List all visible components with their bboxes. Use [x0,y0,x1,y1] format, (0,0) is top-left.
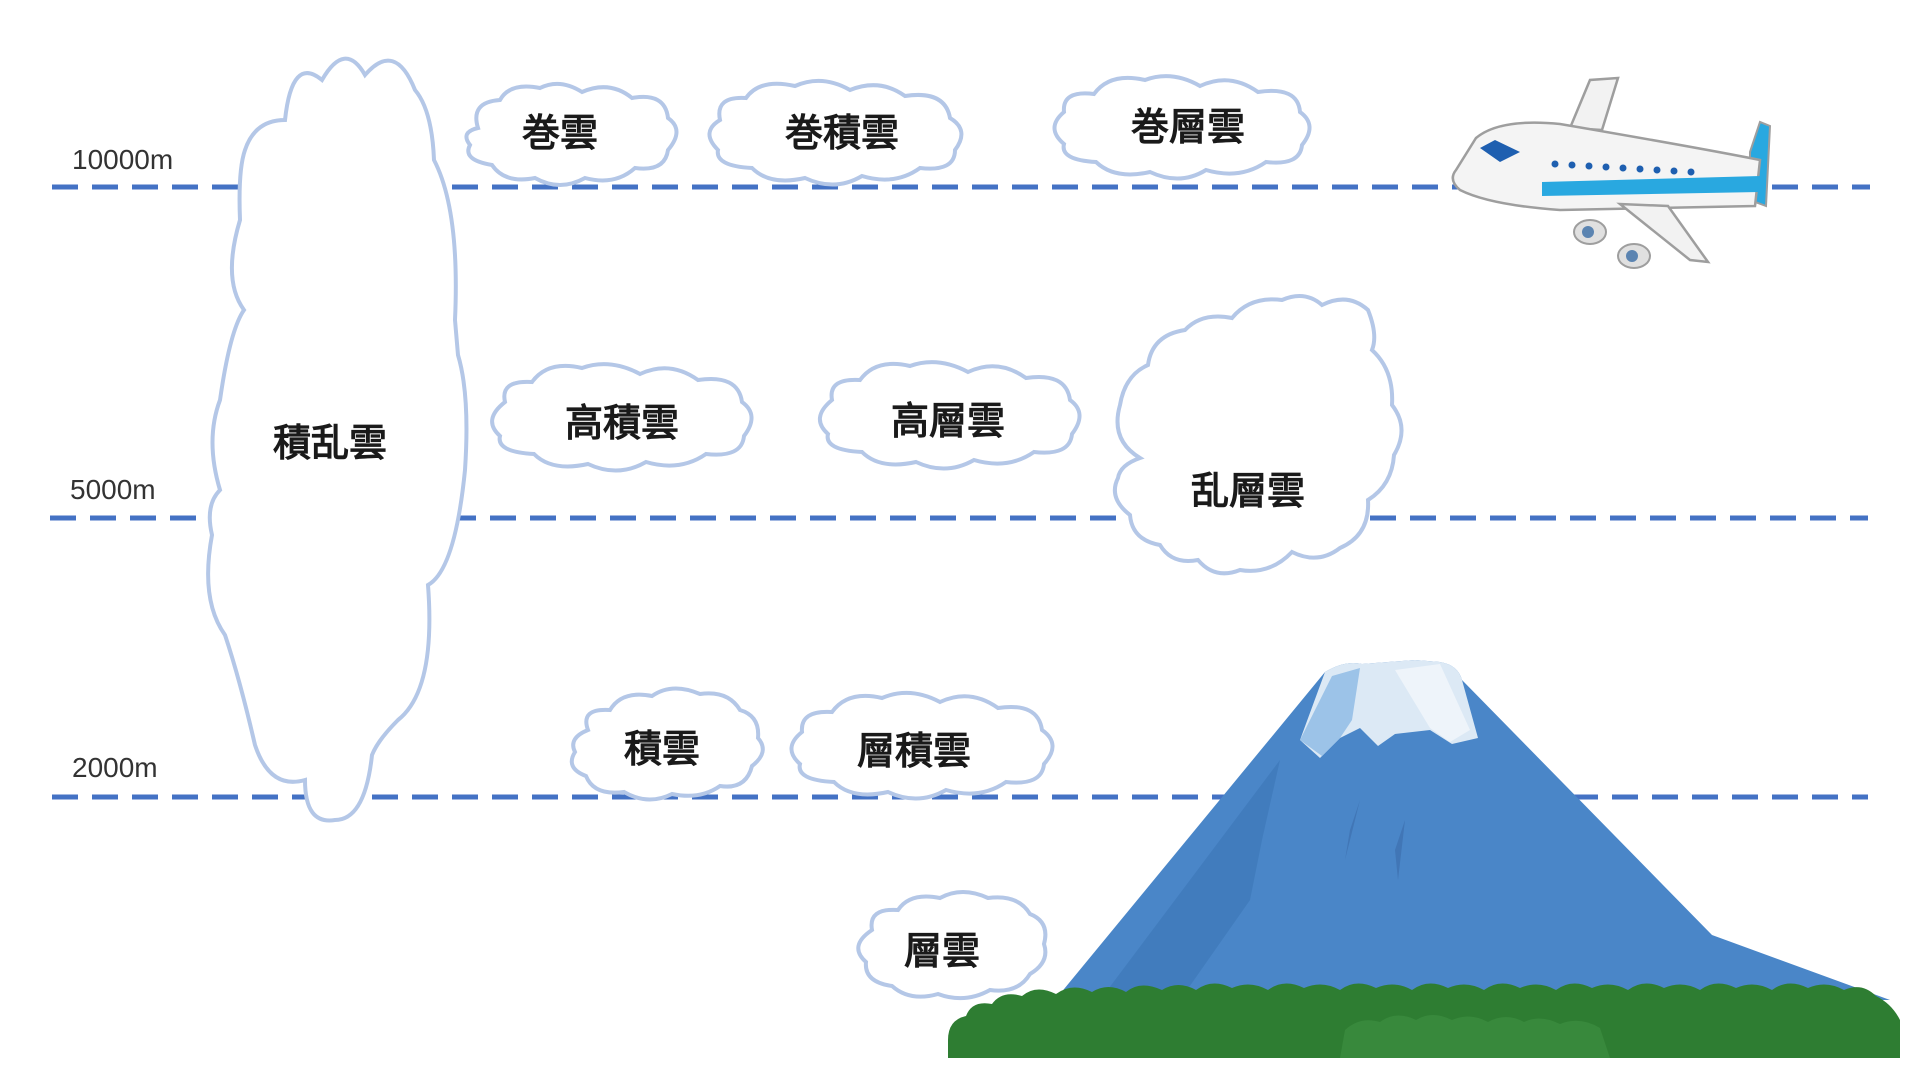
cloud-label-stratocumulus: 層積雲 [857,729,971,773]
cloud-label-altocumulus: 高積雲 [565,401,679,445]
mountain-icon [1055,660,1890,1000]
cloud-nimbostratus-shape [1113,294,1404,576]
altitude-label-10000: 10000m [72,144,174,175]
cloud-stratus-shape [856,890,1048,1001]
cloud-label-cumulus: 積雲 [624,727,700,771]
airplane-icon [1451,76,1772,269]
cloud-altocumulus-shape [490,362,754,473]
forest-icon [948,983,1900,1058]
cloud-cirrostratus-shape [1052,74,1312,181]
cloud-cumulus-shape [569,686,765,802]
altitude-label-2000: 2000m [72,752,158,783]
cloud-stratocumulus-shape [789,690,1055,801]
cloud-label-nimbostratus: 乱層雲 [1191,469,1305,513]
cloud-label-altostratus: 高層雲 [891,399,1005,443]
cloud-altostratus-shape [818,360,1082,471]
cloud-label-stratus: 層雲 [904,929,980,973]
cloud-cirrocumulus-shape [707,78,964,187]
cloud-label-cirrocumulus: 巻積雲 [785,111,899,155]
cloud-label-cirrostratus: 巻層雲 [1131,105,1245,149]
cloud-cumulonimbus-shape [206,56,469,823]
cloud-label-cirrus: 巻雲 [522,111,598,155]
cloud-outlines [206,56,1404,1001]
cloud-cirrus-shape [464,81,679,187]
altitude-label-5000: 5000m [70,474,156,505]
cloud-labels: 積乱雲 巻雲 巻積雲 巻層雲 高積雲 高層雲 乱層雲 積雲 層積雲 層雲 [273,105,1305,973]
cloud-label-cumulonimbus: 積乱雲 [273,421,387,465]
